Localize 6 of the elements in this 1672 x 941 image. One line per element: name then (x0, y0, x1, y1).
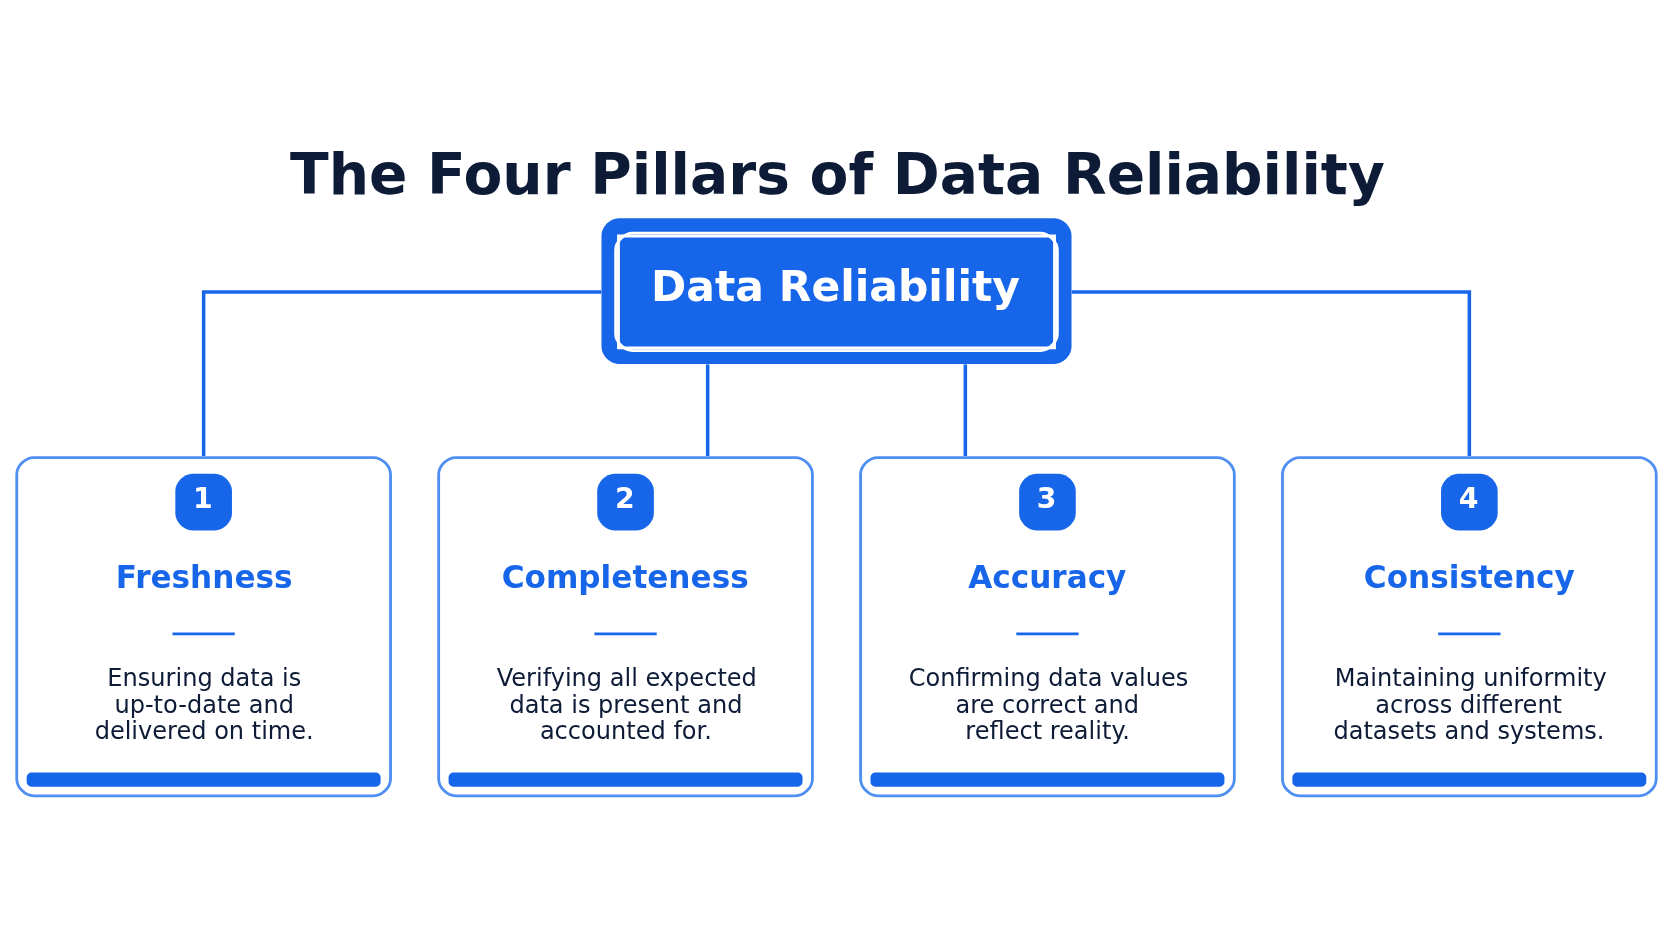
node-box: Data Reliability (601, 217, 1071, 364)
connector (705, 363, 709, 456)
connector (963, 363, 967, 456)
connector (1071, 289, 1471, 456)
connector (201, 289, 601, 456)
diagram-title: The Four Pillars of Data Reliability (289, 140, 1385, 207)
